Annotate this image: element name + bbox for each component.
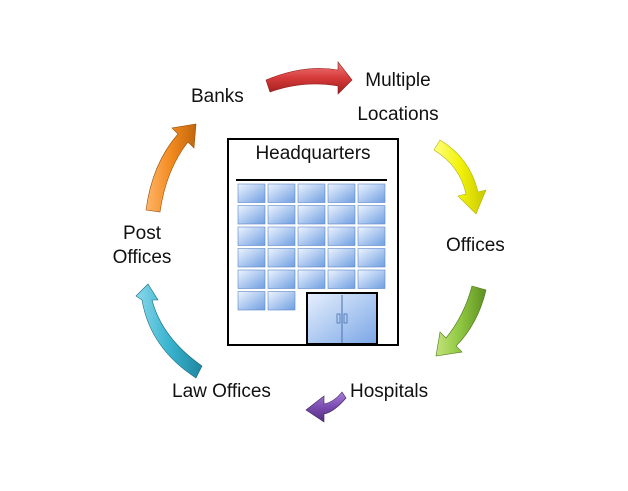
building-window bbox=[327, 248, 356, 268]
building-window bbox=[267, 248, 296, 268]
headquarters-building-icon bbox=[227, 138, 399, 346]
building-window bbox=[237, 205, 266, 225]
building-window bbox=[327, 226, 356, 246]
building-window bbox=[357, 226, 386, 246]
building-window bbox=[327, 269, 356, 289]
building-window bbox=[297, 205, 326, 225]
building-window bbox=[357, 248, 386, 268]
node-banks: Banks bbox=[191, 80, 244, 114]
building-window bbox=[267, 291, 296, 311]
building-window bbox=[267, 226, 296, 246]
headquarters-title: Headquarters bbox=[255, 143, 371, 164]
building-window bbox=[267, 269, 296, 289]
arrow-teal bbox=[135, 283, 203, 379]
building-door-handle bbox=[343, 313, 348, 324]
node-label: Hospitals bbox=[350, 381, 429, 402]
building-window bbox=[267, 205, 296, 225]
building-window bbox=[237, 291, 266, 311]
building-window bbox=[297, 183, 326, 203]
building-window bbox=[297, 248, 326, 268]
building-door-handle bbox=[336, 313, 341, 324]
node-law-offices: Law Offices bbox=[172, 375, 271, 409]
node-hospitals: Hospitals bbox=[350, 375, 428, 409]
node-label: Law Offices bbox=[172, 381, 271, 402]
node-multiple-locations: Multiple Locations bbox=[350, 64, 446, 132]
arrow-orange bbox=[145, 123, 197, 213]
arrow-purple bbox=[305, 391, 347, 423]
node-label-line: Offices bbox=[112, 247, 172, 268]
building-window bbox=[237, 226, 266, 246]
building-window bbox=[297, 226, 326, 246]
node-post-offices: Post Offices bbox=[104, 222, 180, 270]
building-window bbox=[327, 183, 356, 203]
node-offices: Offices bbox=[446, 229, 505, 263]
arrow-green bbox=[435, 285, 487, 357]
building-window bbox=[357, 269, 386, 289]
building-window bbox=[237, 183, 266, 203]
arrow-yellow bbox=[433, 139, 487, 215]
building-window bbox=[237, 248, 266, 268]
building-window bbox=[357, 205, 386, 225]
arrow-red bbox=[265, 61, 353, 95]
building-window bbox=[327, 205, 356, 225]
building-window bbox=[267, 183, 296, 203]
node-label-line: Post bbox=[122, 223, 162, 244]
node-label-line: Locations bbox=[357, 104, 439, 125]
node-label-line: Multiple bbox=[365, 70, 431, 91]
node-label: Offices bbox=[446, 235, 505, 256]
building-window bbox=[357, 183, 386, 203]
building-window bbox=[237, 269, 266, 289]
node-label: Banks bbox=[191, 86, 244, 107]
building-window bbox=[297, 269, 326, 289]
